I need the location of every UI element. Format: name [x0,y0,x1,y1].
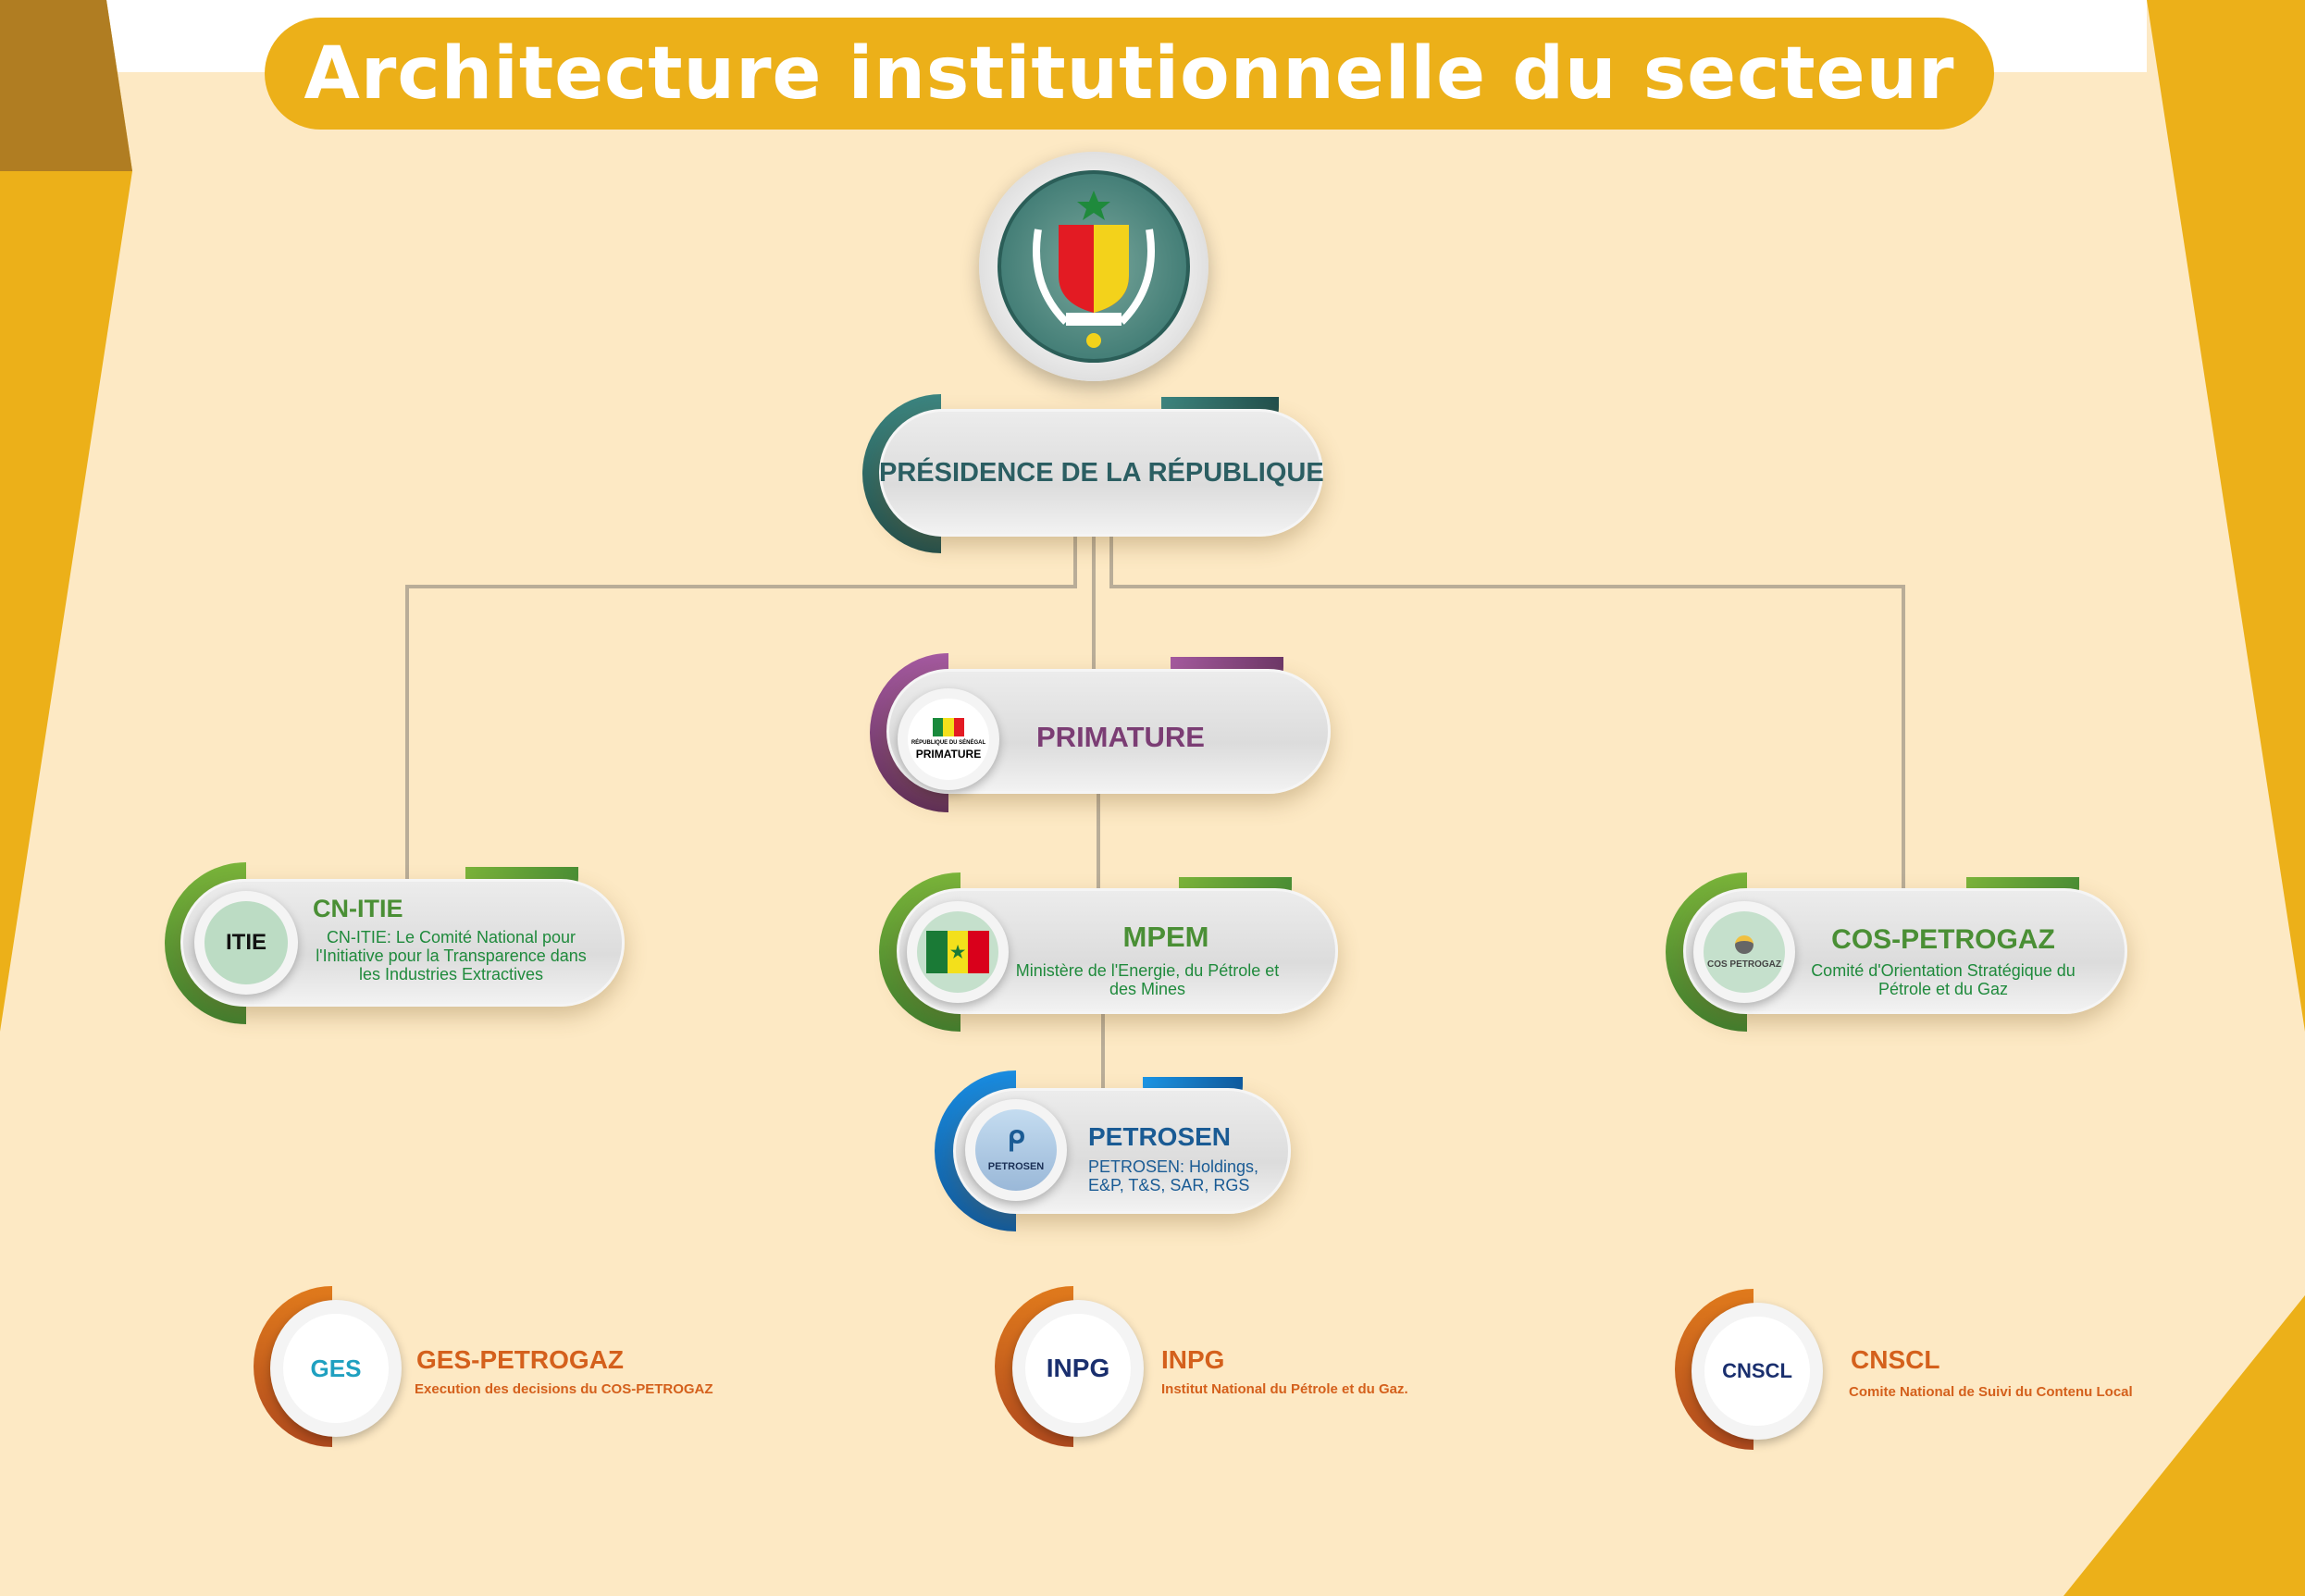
coat-of-arms-icon [1033,191,1155,348]
logo-title: PRIMATURE [915,748,982,761]
item-title: INPG [1161,1345,1225,1374]
senegal-coat-of-arms-seal [979,152,1208,381]
petrosen-swirl-icon: ᑭ [1007,1127,1025,1158]
drop-icon [1735,934,1754,954]
node-title: COS-PETROGAZ [1831,924,2055,955]
logo-text: GES [283,1313,389,1424]
logo-text: PETROSEN [987,1161,1045,1173]
node-description: Ministère de l'Energie, du Pétrole et de… [1015,961,1280,998]
senegal-flag-icon: ★ [926,931,990,973]
node-description: PETROSEN: Holdings, E&P, T&S, SAR, RGS [1088,1157,1259,1194]
senegal-flag-icon [933,717,964,736]
logo-text: COS PETROGAZ [1706,959,1781,970]
connector [1073,537,1077,588]
logo-text: ITIE [204,901,288,984]
node-pill [879,409,1323,537]
item-description: Comite National de Suivi du Contenu Loca… [1849,1384,2133,1400]
itie-logo: ITIE [194,891,298,995]
node-title: PRIMATURE [1036,721,1205,753]
petrosen-logo: ᑭ PETROSEN [965,1099,1067,1201]
node-title: MPEM [1122,921,1209,953]
connector [1097,792,1100,890]
logo-subtitle: RÉPUBLIQUE DU SÉNÉGAL [911,739,986,746]
node-title: PRÉSIDENCE DE LA RÉPUBLIQUE [879,458,1324,488]
item-description: Execution des decisions du COS-PETROGAZ [415,1381,713,1397]
node-description: Comité d'Orientation Stratégique du Pétr… [1811,961,2076,998]
item-title: CNSCL [1851,1345,1940,1374]
node-title: PETROSEN [1088,1122,1232,1151]
connector [1092,537,1096,671]
connector [405,585,409,881]
page-title: Architecture institutionnelle du secteur [304,31,1955,116]
connector [1101,1012,1105,1090]
item-title: GES-PETROGAZ [416,1345,625,1374]
connector [1902,585,1905,890]
item-description: Institut National du Pétrole et du Gaz. [1161,1381,1408,1397]
cnscl-logo: CNSCL [1692,1303,1823,1440]
connector [1109,537,1113,588]
cos-petrogaz-logo: COS PETROGAZ [1693,901,1795,1003]
node-title: CN-ITIE [313,895,403,922]
inpg-logo: INPG [1012,1300,1144,1437]
connector [1109,585,1905,588]
mpem-logo: ★ [907,901,1009,1003]
connector [405,585,1077,588]
title-banner: Architecture institutionnelle du secteur [265,18,1994,130]
node-description: CN-ITIE: Le Comité National pour l'Initi… [316,928,587,984]
logo-text: CNSCL [1704,1316,1810,1427]
logo-text: INPG [1025,1313,1131,1424]
primature-logo: RÉPUBLIQUE DU SÉNÉGAL PRIMATURE [898,688,999,790]
ges-logo: GES [270,1300,402,1437]
